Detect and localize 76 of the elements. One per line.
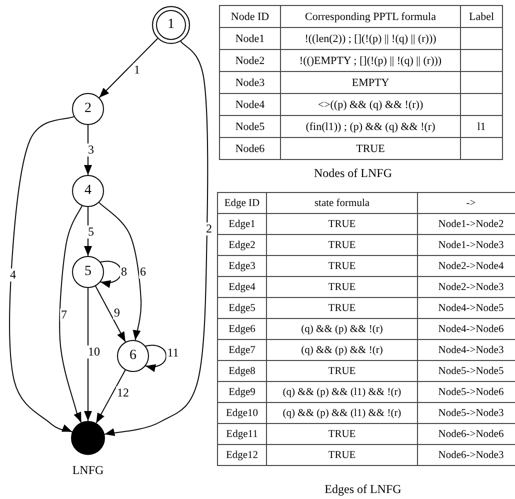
table-cell: TRUE <box>266 360 418 382</box>
filled-end-circle <box>71 421 105 455</box>
edge-label: 11 <box>166 346 180 360</box>
edge-label: 4 <box>9 268 17 282</box>
table-cell: <>((p) && (q) && !(r)) <box>280 94 460 116</box>
table-cell: (q) && (p) && (l1) && !(r) <box>266 402 418 424</box>
table-cell: Edge12 <box>218 444 266 466</box>
arrow <box>59 205 82 423</box>
table-cell: !((len(2)) ; [](!(p) || !(q) || (r))) <box>280 28 460 50</box>
arrow <box>95 286 126 342</box>
table-cell: TRUE <box>266 276 418 298</box>
table-cell: TRUE <box>280 138 460 160</box>
edge-label: 9 <box>113 306 121 320</box>
table-cell: (q) && (p) && !(r) <box>266 340 418 360</box>
header-cell: Edge ID <box>218 192 266 214</box>
table-cell: EMPTY <box>280 72 460 94</box>
edge-label: 7 <box>60 308 68 322</box>
arrow <box>9 116 74 433</box>
edge-label: 8 <box>120 266 128 278</box>
table-cell: Node2 <box>220 50 280 72</box>
table-cell: Node4 <box>220 94 280 116</box>
table-cell: Node5 <box>220 116 280 138</box>
table-cell: l1 <box>460 116 502 138</box>
arrow <box>145 344 167 372</box>
table-caption: Nodes of LNFG <box>313 166 393 181</box>
table-cell: Edge8 <box>218 360 266 382</box>
header-cell: Node ID <box>220 6 280 28</box>
state-circle: 6 <box>117 340 149 372</box>
edge-label: 5 <box>87 226 95 238</box>
edge-label: 12 <box>116 386 130 400</box>
table-cell: TRUE <box>266 424 418 444</box>
edge-label: 10 <box>87 346 101 358</box>
table-cell: (q) && (p) && !(r) <box>266 318 418 340</box>
table-cell: Edge11 <box>218 424 266 444</box>
table-cell: Edge4 <box>218 276 266 298</box>
table-cell: Node3 <box>220 72 280 94</box>
table-cell: !(()EMPTY ; [](!(p) || !(q) || (r))) <box>280 50 460 72</box>
arrow <box>98 202 142 341</box>
table-cell: Node1 <box>220 28 280 50</box>
table-cell: Edge9 <box>218 382 266 402</box>
edge-label: 2 <box>205 222 213 236</box>
table-caption: Edges of LNFG <box>324 482 402 497</box>
arrow <box>96 370 126 424</box>
state-circle: 2 <box>72 93 104 125</box>
edge-label: 1 <box>133 64 141 76</box>
table-cell: (fin(l1)) ; (p) && (q) && !(r) <box>280 116 460 138</box>
arrow <box>84 124 92 176</box>
initial-state-circle: 1 <box>152 6 190 44</box>
table-cell: Node6 <box>220 138 280 160</box>
table-cell: TRUE <box>266 214 418 234</box>
table-cell: Edge10 <box>218 402 266 424</box>
table-cell: Edge3 <box>218 256 266 276</box>
edge-label: 6 <box>139 266 147 278</box>
table-cell: Edge6 <box>218 318 266 340</box>
table-cell: Edge7 <box>218 340 266 360</box>
header-cell: Corresponding PPTL formula <box>280 6 460 28</box>
header-cell: state formula <box>266 192 418 214</box>
arrow <box>84 206 92 256</box>
header-cell: -> <box>418 192 515 214</box>
table-cell: (q) && (p) && (l1) && !(r) <box>266 382 418 402</box>
table-cell: TRUE <box>266 298 418 318</box>
arrow <box>98 38 158 98</box>
state-circle: 4 <box>72 175 104 207</box>
table-cell: Edge1 <box>218 214 266 234</box>
table-cell: TRUE <box>266 234 418 256</box>
state-circle: 5 <box>72 256 104 288</box>
arrow <box>104 40 208 436</box>
edge-label: 3 <box>87 144 95 156</box>
table-cell: Edge5 <box>218 298 266 318</box>
arrow <box>84 288 92 422</box>
table-cell: Edge2 <box>218 234 266 256</box>
graph-caption: LNFG <box>72 463 104 478</box>
table-cell: TRUE <box>266 444 418 466</box>
arrow <box>100 260 122 288</box>
header-cell: Label <box>460 6 502 28</box>
table-cell: TRUE <box>266 256 418 276</box>
